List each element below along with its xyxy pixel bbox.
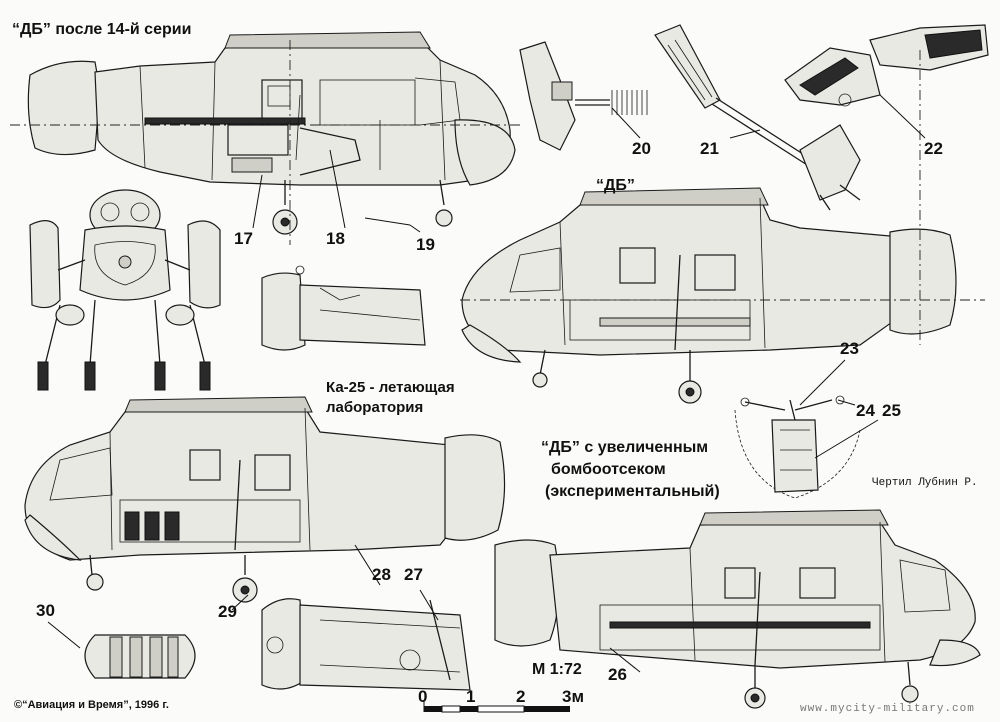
equipment-detail-20 — [519, 41, 648, 151]
title-ka25-line-1: Ка-25 - летающая — [326, 379, 455, 396]
helicopter-side-view-db-series14 — [27, 31, 516, 235]
callout-21: 21 — [700, 139, 719, 158]
callout-17: 17 — [234, 229, 253, 248]
scale-tick-1: 1 — [466, 687, 476, 706]
callout-22: 22 — [924, 139, 943, 158]
title-db-after-series-14: “ДБ” после 14-й серии — [12, 21, 192, 38]
callout-24: 24 — [856, 401, 875, 420]
scale-tick-3: 3м — [562, 687, 585, 706]
title-db: “ДБ” — [596, 177, 635, 194]
helicopter-side-view-db-enlarged-bay — [494, 509, 981, 709]
callout-29: 29 — [218, 602, 237, 621]
callout-18: 18 — [326, 229, 345, 248]
callout-20: 20 — [632, 139, 651, 158]
drawn-by-credit: Чертил Лубнин Р. — [872, 477, 978, 489]
helicopter-front-view — [29, 189, 221, 391]
callout-30: 30 — [36, 601, 55, 620]
title-enlarged-bay-line-3: (экспериментальный) — [545, 483, 720, 500]
callout-19: 19 — [416, 235, 435, 254]
leader-lines — [47, 94, 926, 673]
scale-tick-2: 2 — [516, 687, 526, 706]
helicopter-side-view-db — [461, 187, 957, 404]
copyright-notice: ©“Авиация и Время”, 1996 г. — [14, 699, 169, 711]
equipment-detail-22 — [784, 24, 989, 107]
callout-26: 26 — [608, 665, 627, 684]
container-detail-30 — [84, 634, 196, 679]
callout-28: 28 — [372, 565, 391, 584]
helicopter-side-view-ka25-lab — [24, 396, 506, 603]
title-enlarged-bay-line-2: бомбоотсеком — [551, 461, 666, 478]
scale-bar — [423, 700, 570, 713]
bomb-bay-detail — [734, 395, 861, 499]
watermark: www.mycity-military.com — [800, 703, 975, 715]
tail-boom-detail — [261, 265, 426, 351]
equipment-detail-21 — [654, 24, 861, 211]
tail-detail-27-28 — [261, 598, 471, 691]
callout-23: 23 — [840, 339, 859, 358]
title-enlarged-bay-line-1: “ДБ” с увеличенным — [541, 439, 709, 456]
title-ka25-line-2: лаборатория — [326, 399, 424, 416]
callout-25: 25 — [882, 401, 901, 420]
scale-ratio: М 1:72 — [532, 661, 582, 678]
scale-tick-0: 0 — [418, 687, 428, 706]
callout-27: 27 — [404, 565, 423, 584]
